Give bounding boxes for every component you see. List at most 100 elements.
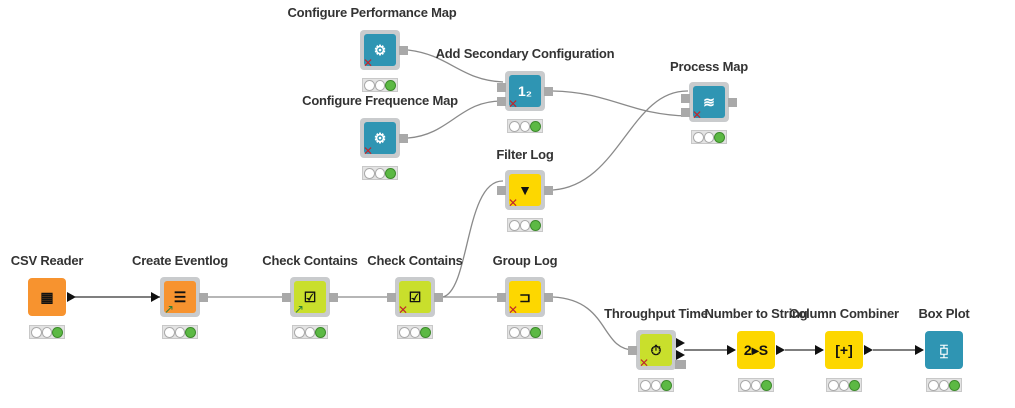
status-lights (362, 78, 398, 92)
error-x-icon: ✕ (508, 196, 519, 210)
error-x-icon: ✕ (692, 108, 703, 122)
status-light-executed (385, 167, 397, 179)
in-port[interactable] (915, 345, 924, 355)
node-label: Create Eventlog (132, 253, 228, 268)
status-light (294, 326, 305, 338)
in-port[interactable] (151, 292, 160, 302)
node-throughput[interactable]: ⏱✕ (628, 330, 686, 370)
status-lights (507, 119, 543, 133)
connection[interactable] (552, 90, 689, 117)
status-light (31, 326, 42, 338)
out-port[interactable] (399, 46, 408, 55)
node-label: Group Log (492, 253, 558, 268)
node-label: Check Contains (262, 253, 358, 268)
node-eventlog[interactable]: ☰↗ (151, 277, 208, 317)
status-light-executed (761, 379, 773, 391)
number-to-string-icon: 2▸S (737, 331, 775, 369)
node-check2[interactable]: ☑✕ (387, 277, 443, 317)
status-lights (29, 325, 65, 339)
status-light-executed (714, 131, 726, 143)
out-port[interactable] (544, 87, 553, 96)
map-config-icon: ⚙ (364, 34, 396, 66)
node-label: Add Secondary Configuration (435, 46, 615, 61)
out-port[interactable] (434, 293, 443, 302)
status-light-executed (661, 379, 673, 391)
status-light-executed (849, 379, 861, 391)
out-port[interactable] (776, 345, 785, 355)
connection[interactable] (442, 180, 504, 298)
node-label: Configure Frequence Map (302, 93, 458, 108)
eventlog-icon: ☰ (164, 281, 196, 313)
status-light (650, 379, 662, 391)
node-label: Throughput Time (604, 306, 708, 321)
box-plot-icon: ⧮ (925, 331, 963, 369)
node-num2str[interactable]: 2▸S (727, 330, 785, 370)
in-port[interactable] (681, 108, 690, 117)
in-port[interactable] (497, 97, 506, 106)
status-lights (292, 325, 328, 339)
in-port[interactable] (497, 293, 506, 302)
out-port[interactable] (676, 350, 685, 360)
node-filter[interactable]: ▼✕ (497, 170, 553, 210)
status-lights (691, 130, 727, 144)
out-port[interactable] (864, 345, 873, 355)
connection[interactable] (552, 296, 635, 351)
out-port[interactable] (199, 293, 208, 302)
in-port[interactable] (628, 346, 637, 355)
status-lights (638, 378, 674, 392)
status-light (640, 379, 651, 391)
status-light (399, 326, 410, 338)
node-csv[interactable]: ▦ (27, 277, 76, 317)
in-port[interactable] (727, 345, 736, 355)
group-icon: ⊐ (509, 281, 541, 313)
node-perf[interactable]: ⚙✕ (360, 30, 408, 70)
status-light (364, 79, 375, 91)
out-port[interactable] (67, 292, 76, 302)
status-light (509, 120, 520, 132)
map-config-icon: ⚙ (364, 122, 396, 154)
in-port[interactable] (497, 186, 506, 195)
status-light-executed (420, 326, 432, 338)
in-port[interactable] (497, 83, 506, 92)
in-port[interactable] (387, 293, 396, 302)
in-port[interactable] (681, 94, 690, 103)
node-freq[interactable]: ⚙✕ (360, 118, 408, 158)
out-port[interactable] (544, 186, 553, 195)
status-light (838, 379, 850, 391)
node-colcomb[interactable]: [+] (815, 330, 873, 370)
node-group[interactable]: ⊐✕ (497, 277, 553, 317)
one-two-icon: 1₂ (509, 75, 541, 107)
status-light (750, 379, 762, 391)
status-light (519, 219, 531, 231)
connection[interactable] (407, 49, 504, 83)
status-light-executed (385, 79, 397, 91)
status-light-executed (52, 326, 64, 338)
table-arrow-icon: ▦ (28, 278, 66, 316)
node-boxplot[interactable]: ⧮ (915, 330, 964, 370)
status-light (41, 326, 53, 338)
out-port[interactable] (399, 134, 408, 143)
in-port[interactable] (282, 293, 291, 302)
in-port[interactable] (815, 345, 824, 355)
out-port[interactable] (675, 360, 686, 369)
node-secondary[interactable]: 1₂✕ (497, 71, 553, 111)
out-port[interactable] (676, 338, 685, 348)
status-light (519, 120, 531, 132)
node-check1[interactable]: ☑↗ (282, 277, 338, 317)
connection[interactable] (407, 100, 504, 139)
status-light (364, 167, 375, 179)
status-light-executed (315, 326, 327, 338)
error-x-icon: ✕ (363, 56, 374, 70)
status-light (519, 326, 531, 338)
out-port[interactable] (728, 98, 737, 107)
filter-icon: ▼ (509, 174, 541, 206)
node-procmap[interactable]: ≋✕ (681, 82, 737, 122)
connection[interactable] (552, 90, 689, 191)
node-label: CSV Reader (10, 253, 84, 268)
out-port[interactable] (329, 293, 338, 302)
out-port[interactable] (544, 293, 553, 302)
status-light (928, 379, 939, 391)
status-light (374, 79, 386, 91)
status-light-executed (185, 326, 197, 338)
